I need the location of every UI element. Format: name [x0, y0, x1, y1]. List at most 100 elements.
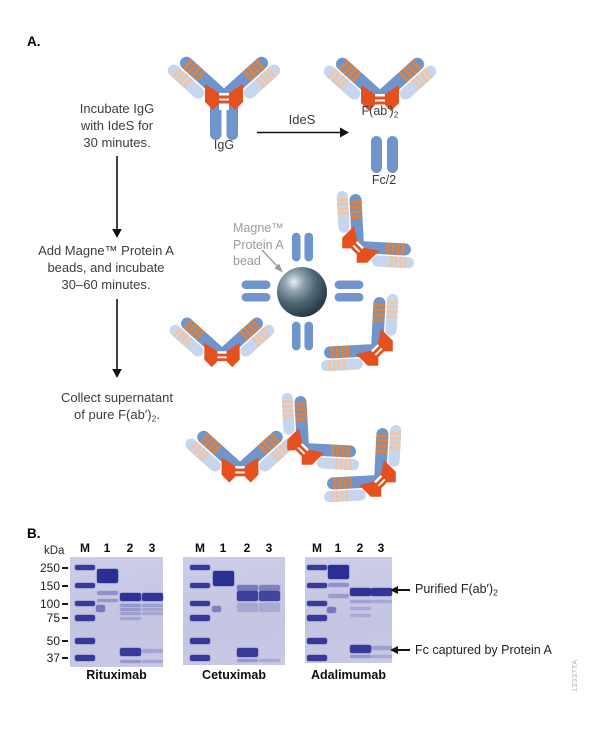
step2-line2: beads, and incubate: [47, 260, 165, 275]
down-arrow-step1: [112, 156, 122, 238]
lane-label-3: 3: [377, 541, 385, 555]
ladder-band: [75, 583, 95, 588]
panel-a-illustration: [112, 0, 600, 520]
sample-band: [119, 617, 141, 620]
ladder-value-37: 37: [46, 651, 60, 665]
sample-band: [119, 593, 141, 601]
fc2-label: Fc/2: [371, 173, 397, 187]
ladder-tick: [62, 602, 68, 605]
annotation-purified-fab2-text: Purified F(ab′)2: [415, 582, 498, 598]
sample-band: [349, 600, 371, 603]
figure-code: 12337TA: [570, 659, 579, 692]
sample-band: [258, 591, 280, 601]
ladder-band: [75, 655, 95, 661]
ladder-band: [190, 655, 210, 661]
lane-label-2: 2: [243, 541, 251, 555]
step1-line2: with IdeS for: [80, 118, 154, 133]
lane-label-M: M: [312, 541, 322, 555]
ladder-value-75: 75: [46, 611, 60, 625]
sample-band: [258, 659, 280, 662]
sample-band: [141, 649, 163, 653]
gel-rituximab: [70, 557, 163, 667]
sample-band: [327, 565, 349, 579]
ides-arrow: [257, 127, 349, 138]
sample-band: [349, 614, 371, 617]
bead-callout-line2: Protein A: [233, 237, 284, 252]
down-arrow-step2: [112, 299, 122, 378]
ladder-band: [307, 655, 327, 661]
ladder-band: [75, 638, 95, 644]
bead-callout-line3: bead: [233, 254, 261, 268]
ladder-tick: [62, 566, 68, 569]
sample-band: [211, 606, 221, 612]
ladder-value-250: 250: [39, 560, 60, 575]
ladder-value-100: 100: [39, 596, 60, 611]
sample-band: [370, 600, 392, 603]
ladder-band: [307, 615, 327, 621]
sample-band: [141, 660, 163, 663]
sample-band: [141, 593, 163, 601]
sample-band: [236, 585, 258, 591]
sample-band: [96, 591, 118, 595]
left-arrow-icon: [390, 586, 398, 594]
ladder-band: [75, 601, 95, 606]
gel-adalimumab: [305, 557, 392, 663]
step3-line1: Collect supernatant: [60, 390, 173, 405]
igg-label: IgG: [213, 138, 235, 152]
gel-name-rituximab: Rituximab: [86, 668, 147, 682]
sample-band: [119, 660, 141, 663]
step1-text: Incubate IgG with IdeS for 30 minutes.: [39, 100, 195, 151]
sample-band: [236, 659, 258, 662]
lane-label-2: 2: [356, 541, 364, 555]
sample-band: [327, 583, 349, 587]
sample-band: [258, 585, 280, 591]
gel-cetuximab: [183, 557, 285, 665]
panel-b-label: B.: [27, 526, 41, 541]
annotation-purified-fab2: Purified F(ab′)2: [390, 582, 498, 598]
bead-callout-label: Magne™ Protein A bead: [233, 220, 284, 270]
sample-band: [95, 605, 105, 612]
lane-label-3: 3: [265, 541, 273, 555]
sample-band: [119, 608, 141, 611]
step2-line3: 30–60 minutes.: [61, 277, 151, 292]
step3-text: Collect supernatant of pure F(ab′)2.: [39, 389, 195, 428]
arrow-line: [398, 649, 410, 651]
sample-band: [327, 594, 349, 598]
ladder-band: [307, 583, 327, 588]
step1-line1: Incubate IgG: [79, 101, 155, 116]
lane-label-3: 3: [148, 541, 156, 555]
lane-label-2: 2: [126, 541, 134, 555]
left-arrow-icon: [390, 646, 398, 654]
sample-band: [96, 599, 118, 602]
sample-band: [141, 612, 163, 615]
arrow-line: [398, 589, 410, 591]
ladder-band: [190, 565, 210, 570]
lane-label-M: M: [80, 541, 90, 555]
sample-band: [236, 591, 258, 601]
fab2-label: F(ab′)2: [361, 104, 399, 120]
annotation-fc-captured-text: Fc captured by Protein A: [415, 643, 552, 657]
lane-label-1: 1: [219, 541, 227, 555]
sample-band: [370, 646, 392, 650]
sample-band: [236, 603, 258, 612]
ladder-band: [190, 601, 210, 606]
ladder-band: [190, 583, 210, 588]
ladder-tick: [62, 657, 68, 659]
ladder-band: [190, 638, 210, 644]
sample-band: [141, 608, 163, 611]
sample-band: [370, 588, 392, 596]
step2-text: Add Magne™ Protein A beads, and incubate…: [28, 242, 184, 293]
step3-line2: of pure F(ab′)2.: [74, 407, 160, 424]
step1-line3: 30 minutes.: [83, 135, 151, 150]
ladder-band: [307, 601, 327, 606]
step2-line1: Add Magne™ Protein A: [38, 243, 174, 258]
ides-label: IdeS: [288, 112, 316, 127]
sample-band: [119, 648, 141, 656]
sample-band: [119, 612, 141, 615]
sample-band: [236, 648, 258, 657]
sample-band: [349, 655, 371, 658]
ladder-tick: [62, 584, 68, 587]
ladder-band: [307, 638, 327, 644]
panel-a-label: A.: [27, 34, 41, 49]
